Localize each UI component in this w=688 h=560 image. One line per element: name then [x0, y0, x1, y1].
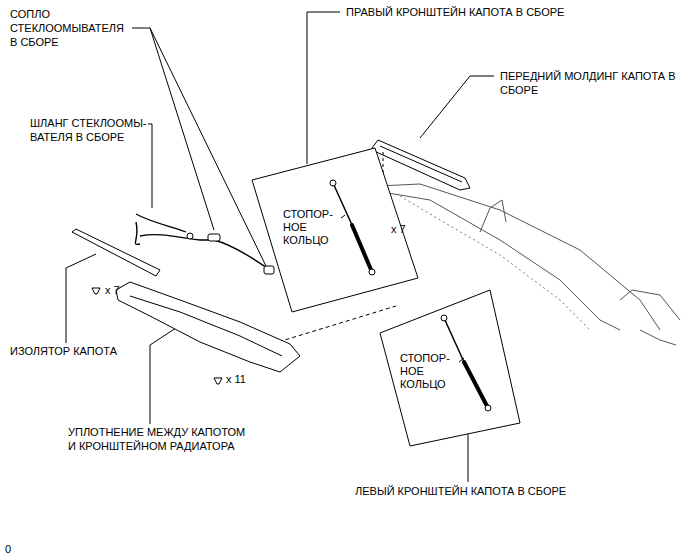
hood-gasket — [116, 282, 300, 372]
leader-line — [150, 28, 214, 230]
vehicle-outline — [640, 330, 676, 345]
molding-detail — [380, 146, 462, 182]
detail-box: СТОПОР- НОЕ КОЛЬЦО — [378, 288, 523, 448]
hood-outline — [382, 192, 620, 330]
hose-joint — [187, 233, 193, 239]
retaining-ring-label: СТОПОР- НОЕ КОЛЬЦО — [283, 208, 339, 247]
quantity-label: x 7 — [105, 283, 120, 297]
part-label: ПЕРЕДНИЙ МОЛДИНГ КАПОТА В СБОРЕ — [500, 69, 676, 97]
gas-strut — [352, 225, 372, 272]
part-label: СОПЛО СТЕКЛООМЫВАТЕЛЯ В СБОРЕ — [10, 7, 128, 49]
figure-code: 0 — [5, 542, 11, 556]
part-label: ПРАВЫЙ КРОНШТЕЙН КАПОТА В СБОРЕ — [346, 5, 564, 19]
vehicle-outline — [620, 290, 680, 320]
vehicle-outline — [480, 200, 506, 232]
gasket-detail — [130, 296, 282, 356]
retaining-ring-label: СТОПОР- НОЕ КОЛЬЦО — [400, 352, 456, 391]
leader-line — [341, 215, 345, 218]
box-outline — [380, 290, 520, 446]
clip — [214, 378, 222, 384]
washer-hose — [136, 214, 186, 232]
strut-end — [485, 405, 491, 411]
leader-line — [459, 358, 464, 362]
leader-line — [468, 434, 469, 482]
washer-hose — [135, 222, 270, 270]
part-label: ИЗОЛЯТОР КАПОТА — [10, 344, 117, 358]
quantity-label: x 11 — [226, 372, 246, 386]
part-label: ШЛАНГ СТЕКЛООМЫ- ВАТЕЛЯ В СБОРЕ — [30, 116, 148, 144]
leader-line — [148, 124, 152, 208]
clip — [92, 288, 100, 294]
leader-line — [150, 328, 176, 424]
leader-line — [420, 76, 494, 138]
washer-nozzle — [264, 266, 274, 274]
strut-end — [441, 315, 447, 321]
strut-end — [369, 269, 375, 275]
part-label: ЛЕВЫЙ КРОНШТЕЙН КАПОТА В СБОРЕ — [355, 484, 566, 498]
hood-outline — [378, 184, 660, 330]
part-label: УПЛОТНЕНИЕ МЕЖДУ КАПОТОМ И КРОНШТЕЙНОМ Р… — [68, 425, 252, 453]
strut-end — [330, 180, 336, 186]
box-outline — [252, 148, 418, 312]
leader-line — [132, 28, 150, 29]
washer-nozzle — [208, 234, 220, 241]
leader-line — [307, 12, 340, 164]
quantity-label: x 7 — [391, 222, 406, 236]
leader-line — [66, 254, 96, 343]
leader-line — [150, 28, 266, 266]
hood-insulator — [72, 229, 160, 276]
gas-strut — [464, 362, 488, 408]
